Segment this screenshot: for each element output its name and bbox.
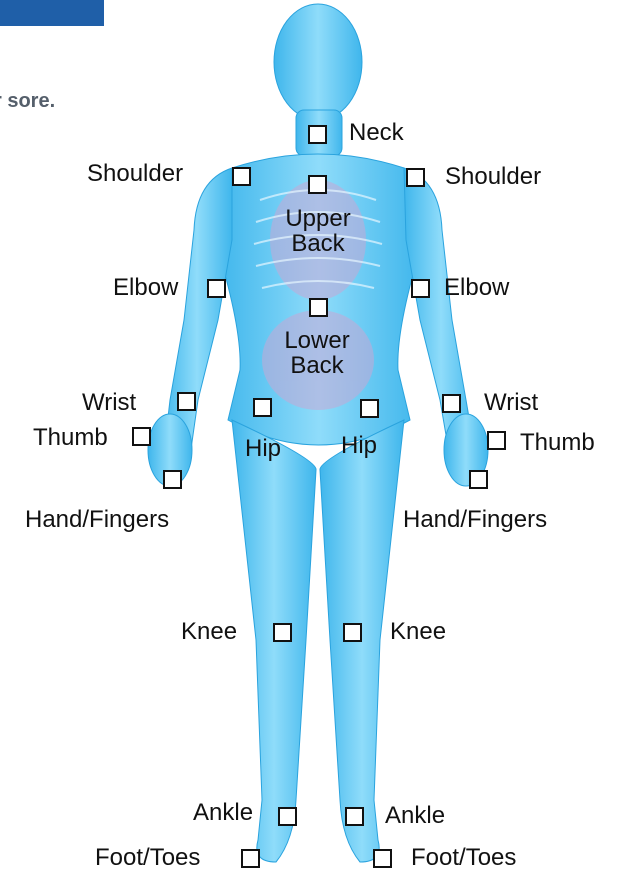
label-ankle-right: Ankle xyxy=(385,804,445,828)
label-wrist-left: Wrist xyxy=(82,391,136,415)
label-knee-left: Knee xyxy=(181,620,237,644)
label-hip-right: Hip xyxy=(341,434,377,458)
checkbox-thumb-right[interactable] xyxy=(487,431,506,450)
checkbox-elbow-left[interactable] xyxy=(207,279,226,298)
label-elbow-right: Elbow xyxy=(444,276,509,300)
checkbox-upper-back[interactable] xyxy=(308,175,327,194)
label-lower-back-1: Lower xyxy=(277,329,357,353)
checkbox-wrist-left[interactable] xyxy=(177,392,196,411)
label-knee-right: Knee xyxy=(390,620,446,644)
label-hand-left: Hand/Fingers xyxy=(25,508,169,532)
label-shoulder-right: Shoulder xyxy=(445,165,541,189)
label-wrist-right: Wrist xyxy=(484,391,538,415)
checkbox-ankle-right[interactable] xyxy=(345,807,364,826)
checkbox-thumb-left[interactable] xyxy=(132,427,151,446)
checkbox-hand-right[interactable] xyxy=(469,470,488,489)
checkbox-neck[interactable] xyxy=(308,125,327,144)
checkbox-shoulder-left[interactable] xyxy=(232,167,251,186)
checkbox-elbow-right[interactable] xyxy=(411,279,430,298)
label-neck: Neck xyxy=(349,121,404,145)
checkbox-ankle-left[interactable] xyxy=(278,807,297,826)
label-foot-right: Foot/Toes xyxy=(411,846,516,870)
label-thumb-right: Thumb xyxy=(520,431,595,455)
label-thumb-left: Thumb xyxy=(33,426,108,450)
checkbox-wrist-right[interactable] xyxy=(442,394,461,413)
checkbox-shoulder-right[interactable] xyxy=(406,168,425,187)
label-ankle-left: Ankle xyxy=(193,801,253,825)
checkbox-foot-left[interactable] xyxy=(241,849,260,868)
checkbox-foot-right[interactable] xyxy=(373,849,392,868)
label-lower-back-2: Back xyxy=(277,354,357,378)
label-upper-back-1: Upper xyxy=(280,207,356,231)
checkbox-knee-right[interactable] xyxy=(343,623,362,642)
label-elbow-left: Elbow xyxy=(113,276,178,300)
checkbox-hip-left[interactable] xyxy=(253,398,272,417)
label-hip-left: Hip xyxy=(245,437,281,461)
checkbox-knee-left[interactable] xyxy=(273,623,292,642)
label-foot-left: Foot/Toes xyxy=(95,846,200,870)
checkbox-hip-right[interactable] xyxy=(360,399,379,418)
label-upper-back-2: Back xyxy=(280,232,356,256)
label-hand-right: Hand/Fingers xyxy=(403,508,547,532)
checkbox-hand-left[interactable] xyxy=(163,470,182,489)
checkbox-lower-back[interactable] xyxy=(309,298,328,317)
label-shoulder-left: Shoulder xyxy=(87,162,183,186)
